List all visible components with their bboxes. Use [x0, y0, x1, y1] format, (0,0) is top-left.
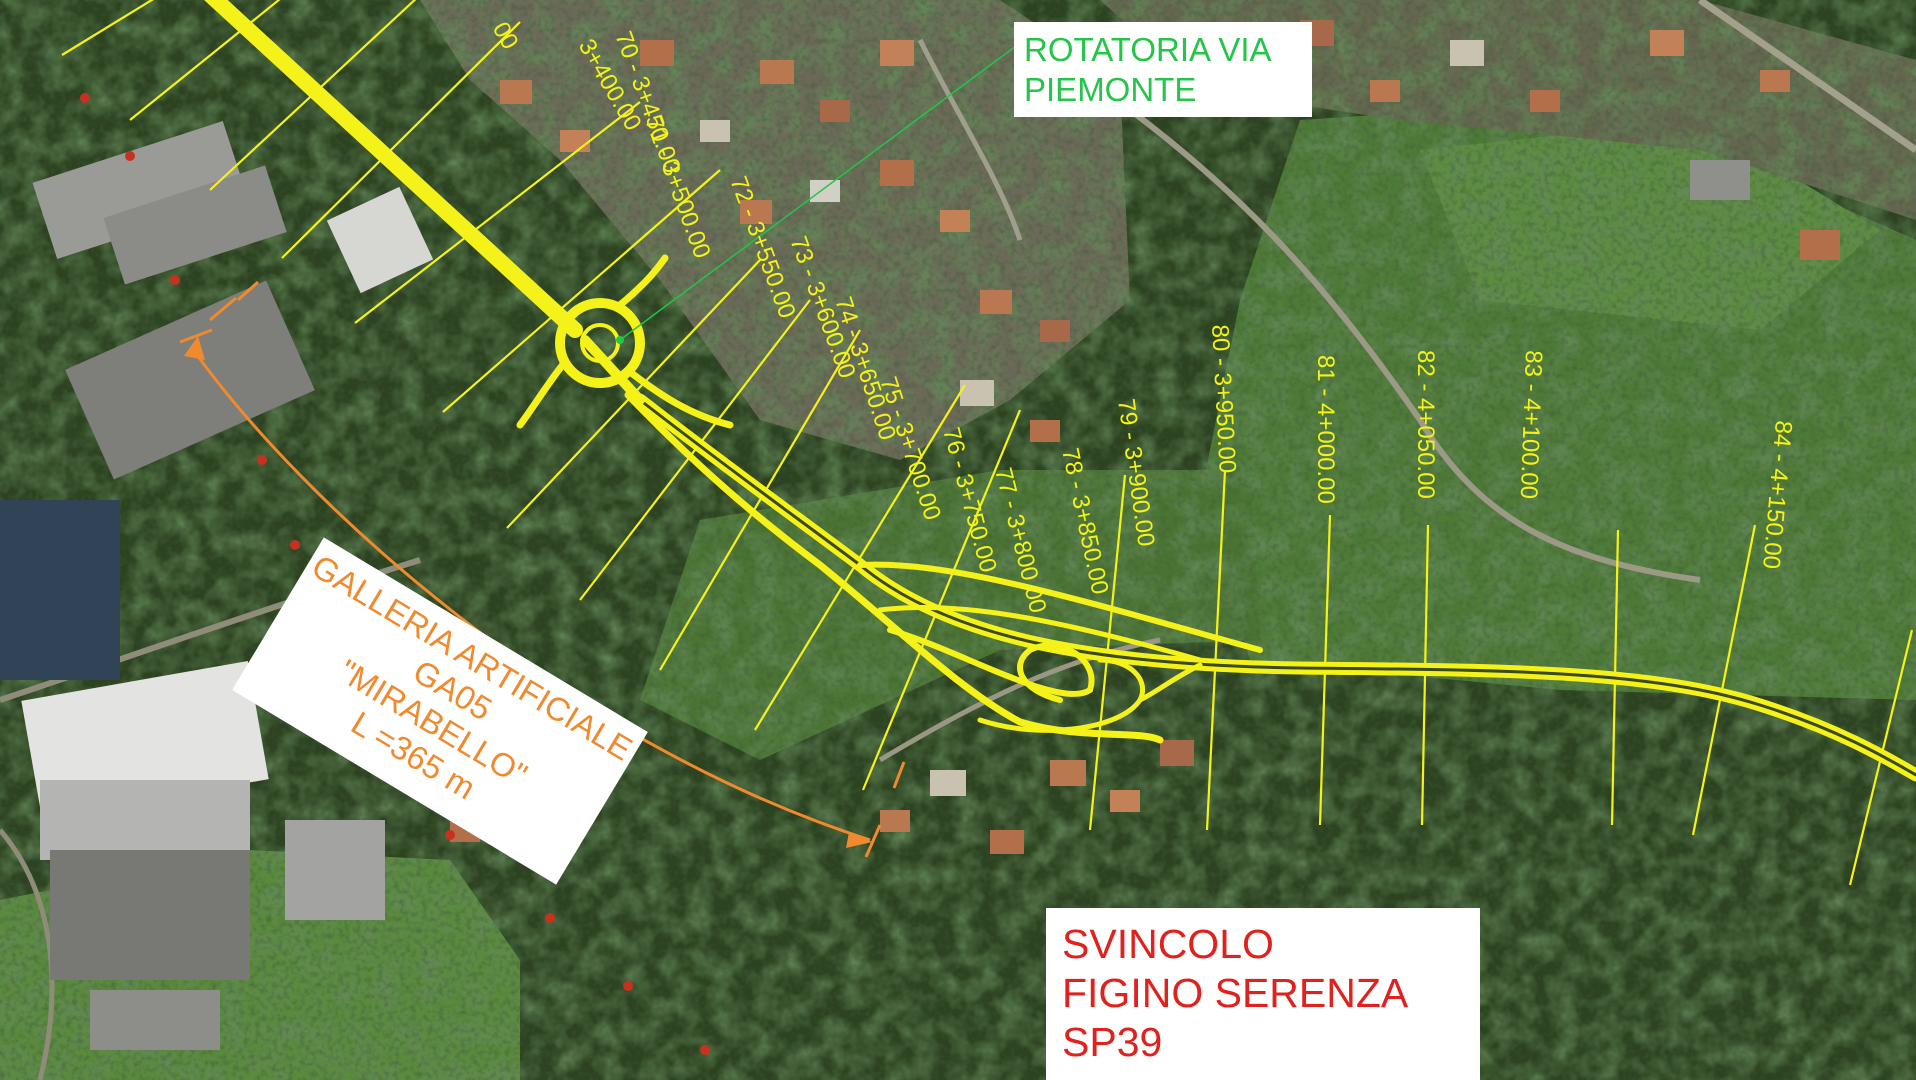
roundabout-label-line: PIEMONTE [1024, 71, 1197, 108]
local-road [917, 38, 1023, 241]
tunnel-portal-mark [892, 761, 906, 789]
station-line-s72 [354, 101, 641, 324]
tunnel-arc [190, 347, 871, 842]
interchange-ramp [857, 561, 1263, 653]
roundabout-leader-dot [616, 336, 624, 344]
tunnel-arrow-head [184, 336, 205, 360]
roundabout [555, 298, 645, 388]
industrial-buildings [0, 121, 434, 1050]
interchange-ramp [877, 604, 1203, 663]
tunnel-end-tick [864, 824, 882, 858]
station-label-s83: 83 - 4+100.00 [1515, 350, 1547, 500]
roundabout-label-box: ROTATORIA VIA PIEMONTE [1014, 22, 1312, 117]
station-line-s73 [442, 169, 721, 413]
road-alignment [204, 0, 1916, 782]
roundabout-label-line: ROTATORIA VIA [1024, 31, 1272, 68]
station-line-s80 [1205, 469, 1227, 831]
main-carriageway-edge [638, 398, 1916, 777]
junction-label-line: FIGINO SERENZA [1062, 970, 1409, 1016]
survey-points [80, 93, 710, 1055]
tunnel-portal-mark [209, 280, 260, 322]
interchange-loop [977, 657, 1145, 733]
station-line-s68 [61, 0, 154, 56]
interchange-ramp [1137, 662, 1203, 703]
station-line-s76 [659, 329, 861, 671]
local-road [1698, 0, 1916, 153]
interchange-loop [887, 627, 1095, 703]
local-road [1128, 107, 1701, 583]
station-line-s78 [861, 409, 1022, 791]
station-line-s84 [1691, 524, 1757, 836]
station-label-s81: 81 - 4+000.00 [1312, 355, 1339, 504]
local-road [878, 637, 1161, 763]
junction-label-box: SVINCOLO FIGINO SERENZA SP39 [1046, 908, 1480, 1080]
roundabout-leader [619, 45, 1017, 341]
connector-road [580, 335, 645, 405]
tunnel-start-tick [179, 328, 213, 344]
local-road [0, 828, 55, 1080]
junction-label-line: SVINCOLO [1062, 921, 1274, 967]
main-carriageway-north [204, 0, 583, 338]
tunnel-extent [179, 280, 906, 858]
roundabout-arm-south-east [626, 368, 734, 429]
junction-label-line: SP39 [1062, 1019, 1163, 1065]
station-line-s71 [281, 21, 521, 259]
roundabout-arm-south-west [516, 358, 569, 429]
tunnel-arrow-head [846, 832, 872, 848]
station-line-s69 [129, 0, 281, 121]
roundabout-arm-north [616, 254, 669, 309]
station-label-s82: 82 - 4+050.00 [1412, 350, 1439, 499]
